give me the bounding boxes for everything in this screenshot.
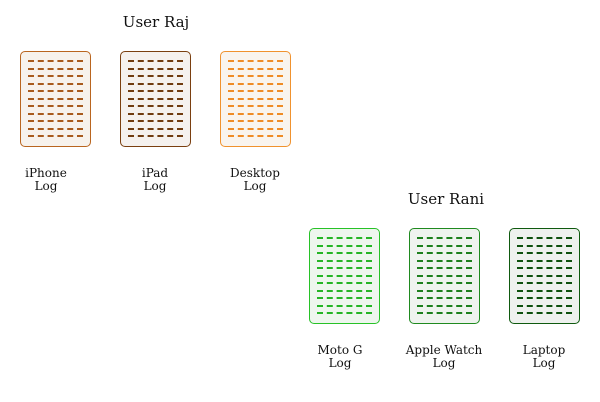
device-name: iPhone (25, 166, 67, 180)
device-name: Apple Watch (405, 343, 483, 357)
log-line (317, 259, 372, 262)
log-line (28, 97, 83, 100)
iphone-log-label: iPhone Log (1, 167, 91, 193)
log-line (517, 312, 572, 314)
log-line (128, 135, 183, 137)
log-line (317, 244, 372, 247)
log-line (417, 282, 472, 284)
laptop-log-label: Laptop Log (499, 344, 589, 370)
log-line (517, 297, 572, 299)
log-line (28, 135, 83, 137)
apple-watch-log-icon (409, 228, 480, 324)
log-line (128, 90, 183, 92)
log-line (517, 252, 572, 254)
log-line (317, 297, 372, 299)
device-suffix: Log (34, 179, 58, 193)
log-line (517, 304, 572, 307)
log-line (28, 90, 83, 92)
moto-g-log-icon (309, 228, 380, 324)
log-line (228, 120, 283, 122)
log-line (128, 105, 183, 107)
log-line (228, 112, 283, 115)
device-name: Moto G (317, 343, 363, 357)
group-title-rani: User Rani (407, 190, 485, 208)
log-line (517, 274, 572, 277)
log-line (317, 237, 372, 239)
log-line (228, 97, 283, 100)
log-line (517, 244, 572, 247)
log-line (517, 282, 572, 284)
log-line (28, 82, 83, 85)
log-line (28, 60, 83, 62)
log-line (228, 90, 283, 92)
log-line (128, 120, 183, 122)
log-line (317, 304, 372, 307)
log-line (28, 120, 83, 122)
device-name: Desktop (230, 166, 280, 180)
log-line (128, 97, 183, 100)
group-title-raj: User Raj (122, 13, 190, 31)
apple-watch-log-label: Apple Watch Log (399, 344, 489, 370)
log-line (417, 289, 472, 292)
log-line (228, 75, 283, 77)
log-line (28, 67, 83, 70)
log-line (28, 75, 83, 77)
log-line (517, 267, 572, 269)
log-line (417, 267, 472, 269)
log-line (317, 267, 372, 269)
log-line (28, 127, 83, 130)
log-line (228, 135, 283, 137)
log-line (317, 274, 372, 277)
device-name: iPad (141, 166, 169, 180)
log-line (128, 67, 183, 70)
log-line (228, 60, 283, 62)
log-line (417, 237, 472, 239)
log-line (28, 112, 83, 115)
log-line (417, 312, 472, 314)
device-suffix: Log (532, 356, 556, 370)
log-line (128, 82, 183, 85)
log-line (228, 67, 283, 70)
desktop-log-label: Desktop Log (210, 167, 300, 193)
log-line (128, 127, 183, 130)
device-suffix: Log (328, 356, 352, 370)
log-line (417, 244, 472, 247)
log-line (317, 282, 372, 284)
ipad-log-icon (120, 51, 191, 147)
log-line (317, 312, 372, 314)
log-line (28, 105, 83, 107)
device-suffix: Log (243, 179, 267, 193)
log-line (128, 75, 183, 77)
log-line (228, 127, 283, 130)
laptop-log-icon (509, 228, 580, 324)
log-line (417, 304, 472, 307)
log-line (417, 252, 472, 254)
log-line (317, 252, 372, 254)
log-line (228, 82, 283, 85)
ipad-log-label: iPad Log (110, 167, 200, 193)
log-line (128, 60, 183, 62)
desktop-log-icon (220, 51, 291, 147)
log-line (417, 297, 472, 299)
device-suffix: Log (143, 179, 167, 193)
moto-g-log-label: Moto G Log (295, 344, 385, 370)
log-line (517, 289, 572, 292)
log-line (517, 259, 572, 262)
log-line (228, 105, 283, 107)
log-line (417, 259, 472, 262)
log-line (317, 289, 372, 292)
iphone-log-icon (20, 51, 91, 147)
log-line (517, 237, 572, 239)
log-line (128, 112, 183, 115)
device-name: Laptop (522, 343, 566, 357)
log-line (417, 274, 472, 277)
device-suffix: Log (432, 356, 456, 370)
